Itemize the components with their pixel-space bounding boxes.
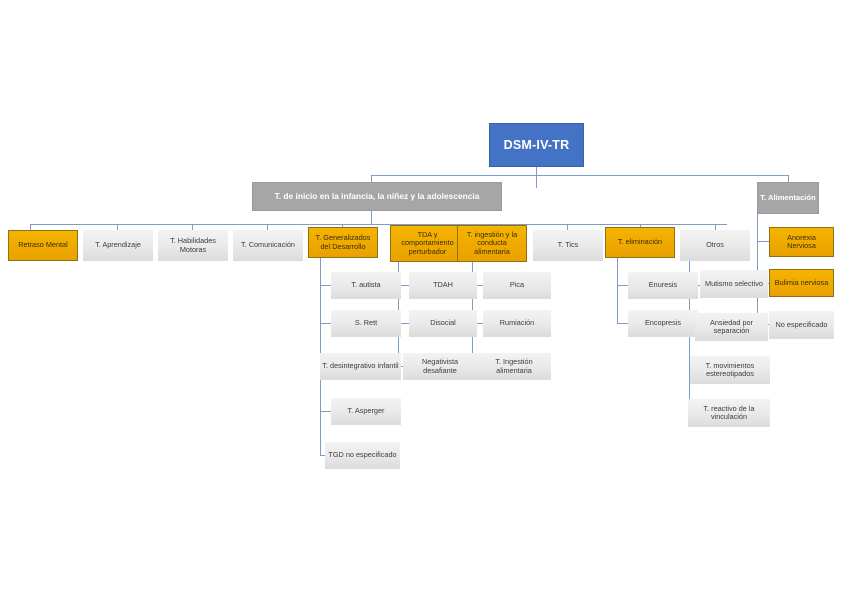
connector-root-bus-left bbox=[371, 175, 372, 188]
connector-drop-retraso-mental bbox=[30, 224, 31, 230]
node-anorexia-nerviosa[interactable]: Anorexia Nerviosa bbox=[769, 227, 834, 257]
node-label: T. de inicio en la infancia, la niñez y … bbox=[274, 190, 480, 201]
node-t-asperger[interactable]: T. Asperger bbox=[331, 398, 401, 425]
connector-drop-otros bbox=[715, 224, 716, 230]
node-pica[interactable]: Pica bbox=[483, 272, 551, 299]
node-label: Rumiación bbox=[499, 318, 535, 328]
node-label: Ansiedad por separación bbox=[709, 317, 753, 335]
node-tgd-no-especificado[interactable]: TGD no especificado bbox=[325, 442, 400, 469]
node-label: T. eliminación bbox=[617, 237, 663, 247]
node-label: T. Aprendizaje bbox=[95, 240, 141, 250]
node-label: Negativista desafiante bbox=[421, 357, 459, 375]
node-label: T. ingestión y la conducta alimentaria bbox=[466, 230, 518, 256]
node-label: Otros bbox=[706, 240, 724, 250]
node-t-aprendizaje[interactable]: T. Aprendizaje bbox=[83, 230, 153, 261]
connector-generalizados-c4 bbox=[320, 411, 331, 412]
connector-root-bus-right bbox=[788, 175, 789, 188]
node-label: Retraso Mental bbox=[18, 240, 68, 250]
node-t-desintegrativo-infantil[interactable]: T. desintegrativo infantil bbox=[320, 353, 401, 380]
node-label: T. Comunicación bbox=[241, 240, 295, 250]
node-label: T. Asperger bbox=[347, 406, 385, 416]
node-bulimia-nerviosa[interactable]: Bulimia nerviosa bbox=[769, 269, 834, 297]
node-label: Encopresis bbox=[644, 318, 682, 328]
connector-drop-aprendizaje bbox=[117, 224, 118, 230]
connector-ingestion-c2 bbox=[472, 323, 483, 324]
connector-eliminacion-c2 bbox=[617, 323, 628, 324]
node-t-autista[interactable]: T. autista bbox=[331, 272, 401, 299]
node-label: DSM-IV-TR bbox=[503, 138, 570, 152]
node-t-eliminacion[interactable]: T. eliminación bbox=[605, 227, 675, 258]
node-label: Bulimia nerviosa bbox=[774, 277, 829, 287]
node-negativista-desafiante[interactable]: Negativista desafiante bbox=[403, 353, 477, 380]
node-label: T. Alimentación bbox=[760, 192, 816, 202]
connector-drop-comunicacion bbox=[267, 224, 268, 230]
node-label: T. reactivo de la vinculación bbox=[703, 403, 755, 421]
node-label: T. Tics bbox=[557, 240, 579, 250]
node-retraso-mental[interactable]: Retraso Mental bbox=[8, 230, 78, 261]
node-label: No especificado bbox=[775, 319, 828, 329]
connector-root-bus bbox=[371, 175, 788, 176]
connector-eliminacion-spine bbox=[617, 258, 618, 324]
connector-infancia-stem bbox=[371, 211, 372, 225]
node-rumiacion[interactable]: Rumiación bbox=[483, 310, 551, 337]
node-encopresis[interactable]: Encopresis bbox=[628, 310, 698, 337]
node-enuresis[interactable]: Enuresis bbox=[628, 272, 698, 299]
connector-drop-habilidades-motoras bbox=[192, 224, 193, 230]
node-t-comunicacion[interactable]: T. Comunicación bbox=[233, 230, 303, 261]
connector-drop-tics bbox=[567, 224, 568, 230]
connector-generalizados-c1 bbox=[320, 285, 331, 286]
node-t-alimentacion[interactable]: T. Alimentación bbox=[757, 182, 819, 214]
node-label: TGD no especificado bbox=[328, 450, 397, 460]
connector-generalizados-c2 bbox=[320, 323, 331, 324]
node-label: T. desintegrativo infantil bbox=[322, 361, 399, 371]
connector-eliminacion-c1 bbox=[617, 285, 628, 286]
node-t-inicio-infancia-ninez-adolescencia[interactable]: T. de inicio en la infancia, la niñez y … bbox=[252, 182, 502, 211]
connector-level2-bus bbox=[30, 224, 727, 225]
node-label: T. Ingestión alimentaria bbox=[495, 357, 533, 375]
connector-ingestion-c1 bbox=[472, 285, 483, 286]
node-root-dsm-iv-tr[interactable]: DSM-IV-TR bbox=[489, 123, 584, 167]
connector-alimentacion-anorexia bbox=[757, 241, 769, 242]
node-label: S. Rett bbox=[354, 318, 378, 328]
node-tda-y-comportamiento-perturbador[interactable]: TDA y comportamiento perturbador bbox=[390, 225, 465, 262]
connector-tda-c1 bbox=[398, 285, 409, 286]
node-t-ingestion-y-conducta-alimentaria[interactable]: T. ingestión y la conducta alimentaria bbox=[457, 225, 527, 262]
node-no-especificado[interactable]: No especificado bbox=[769, 311, 834, 339]
node-label: TDA y comportamiento perturbador bbox=[401, 230, 454, 256]
node-disocial[interactable]: Disocial bbox=[409, 310, 477, 337]
connector-alimentacion-spine bbox=[757, 214, 758, 324]
node-label: Disocial bbox=[430, 318, 456, 328]
connector-tda-c2 bbox=[398, 323, 409, 324]
connector-root-stem bbox=[536, 167, 537, 188]
node-t-movimientos-estereotipados[interactable]: T. movimientos estereotipados bbox=[690, 356, 770, 384]
node-label: Pica bbox=[509, 280, 525, 290]
node-label: Enuresis bbox=[648, 280, 678, 290]
node-label: TDAH bbox=[433, 280, 453, 290]
node-s-rett[interactable]: S. Rett bbox=[331, 310, 401, 337]
node-label: Mutismo selectivo bbox=[705, 278, 763, 288]
node-otros[interactable]: Otros bbox=[680, 230, 750, 261]
node-t-tics[interactable]: T. Tics bbox=[533, 230, 603, 261]
node-tdah[interactable]: TDAH bbox=[409, 272, 477, 299]
node-label: T. autista bbox=[351, 280, 381, 290]
node-ansiedad-por-separacion[interactable]: Ansiedad por separación bbox=[695, 313, 768, 341]
node-mutismo-selectivo[interactable]: Mutismo selectivo bbox=[700, 270, 768, 298]
node-t-ingestion-alimentaria[interactable]: T. Ingestión alimentaria bbox=[477, 353, 551, 380]
node-label: T. movimientos estereotipados bbox=[705, 360, 755, 378]
node-t-generalizados-del-desarrollo[interactable]: T. Generalizados del Desarrollo bbox=[308, 227, 378, 258]
node-label: T. Habilidades Motoras bbox=[170, 236, 216, 254]
node-t-habilidades-motoras[interactable]: T. Habilidades Motoras bbox=[158, 230, 228, 261]
node-label: T. Generalizados del Desarrollo bbox=[315, 233, 371, 251]
node-label: Anorexia Nerviosa bbox=[787, 232, 816, 250]
node-t-reactivo-de-la-vinculacion[interactable]: T. reactivo de la vinculación bbox=[688, 399, 770, 427]
